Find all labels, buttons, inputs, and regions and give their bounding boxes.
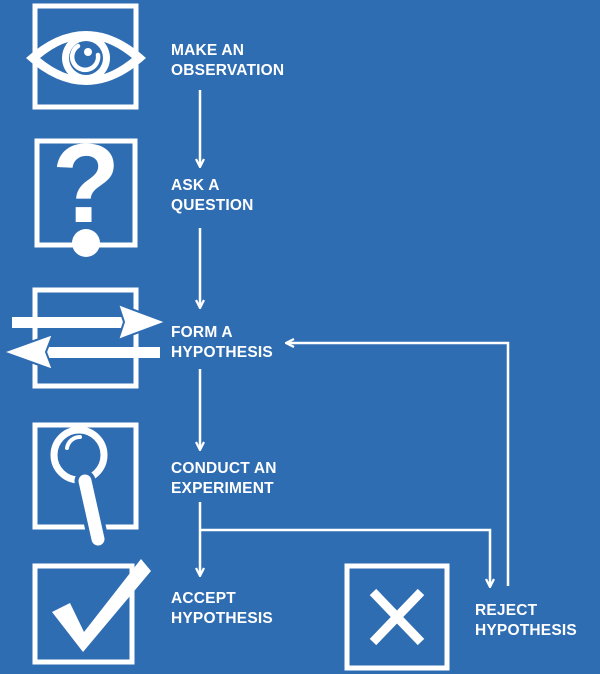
step-label-line: HYPOTHESIS [171,610,273,627]
step-label-experiment: CONDUCT AN EXPERIMENT [171,459,277,499]
step-label-line: FORM A [171,324,233,341]
opposing-arrows-icon [2,287,167,389]
step-label-line: EXPERIMENT [171,480,274,497]
step-label-line: ACCEPT [171,590,236,607]
svg-text:?: ? [52,121,120,246]
step-label-line: HYPOTHESIS [475,622,577,639]
step-label-line: OBSERVATION [171,62,285,79]
step-label-question: ASK A QUESTION [171,176,254,216]
checkmark-icon [32,559,151,665]
x-mark-icon [344,563,450,671]
question-mark-icon: ? [34,121,138,257]
step-label-line: HYPOTHESIS [171,344,273,361]
step-label-observation: MAKE AN OBSERVATION [171,41,284,81]
step-label-line: REJECT [475,602,538,619]
step-label-accept: ACCEPT HYPOTHESIS [171,589,273,629]
step-label-line: QUESTION [171,197,254,214]
step-label-hypothesis: FORM A HYPOTHESIS [171,323,273,363]
step-label-line: CONDUCT AN [171,460,277,477]
step-label-line: MAKE AN [171,42,245,59]
eye-icon [26,3,146,110]
magnifying-glass-icon [32,422,139,550]
arrow-experiment-to-reject [200,528,490,586]
arrow-reject-to-hypothesis [287,343,510,586]
step-label-reject: REJECT HYPOTHESIS [475,601,577,641]
step-label-line: ASK A [171,177,220,194]
